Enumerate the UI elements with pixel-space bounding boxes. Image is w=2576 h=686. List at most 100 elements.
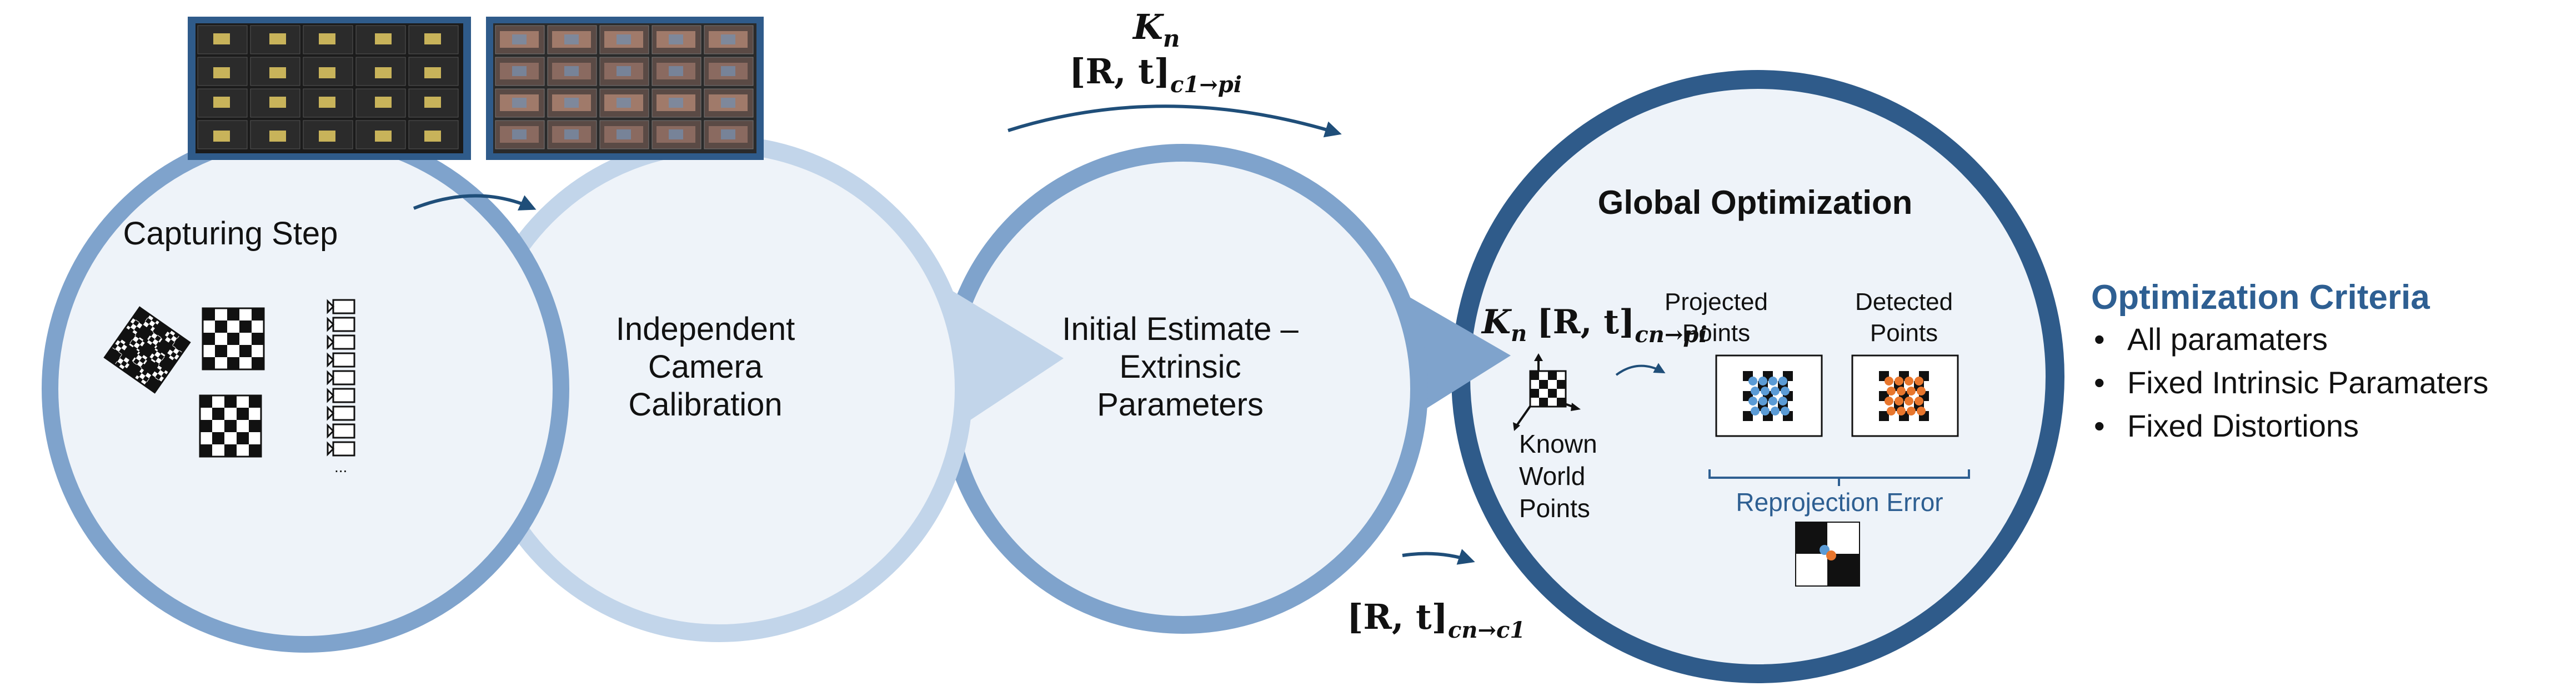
- camera-lens: [327, 334, 335, 350]
- board-square: [138, 341, 156, 359]
- capture-to-calibration-arrow: [413, 194, 537, 211]
- camera-lens: [327, 405, 335, 421]
- board-square: [237, 408, 249, 420]
- calib-board-blob: [564, 34, 579, 44]
- capture-board-blob: [375, 33, 392, 44]
- board-square: [237, 432, 249, 444]
- calib-board-blob: [512, 66, 527, 76]
- board-square: [249, 420, 261, 432]
- known-points-line1: Known: [1519, 429, 1597, 458]
- top-intrinsics-formula: Kn: [1132, 7, 1180, 52]
- initial-label-line2: Extrinsic: [1119, 349, 1241, 385]
- board-square: [1557, 380, 1566, 389]
- point-dot: [1771, 407, 1780, 415]
- calib-board-blob: [617, 129, 631, 139]
- capture-board-blob: [424, 131, 441, 142]
- camera-body: [332, 370, 355, 385]
- top-rt-subscript: c1→pi: [1170, 72, 1242, 98]
- point-dot: [1761, 387, 1770, 395]
- checkerboard-tilted: [199, 394, 262, 458]
- criteria-item-1: All paramaters: [2127, 322, 2328, 357]
- calibration-images-thumbnail: [486, 17, 764, 160]
- world-to-projected-arrow: [1615, 363, 1666, 376]
- capture-board-blob: [269, 97, 286, 108]
- criteria-title: Optimization Criteria: [2091, 278, 2430, 317]
- board-square: [249, 444, 261, 457]
- point-dot: [1905, 377, 1913, 385]
- camera-body: [332, 441, 355, 457]
- calibration-label-line2: Camera: [648, 349, 763, 385]
- capture-board-blob: [375, 97, 392, 108]
- calib-board-blob: [669, 66, 683, 76]
- point-dot: [1778, 397, 1787, 405]
- criteria-bullet-3: •: [2094, 408, 2105, 443]
- detected-points-box: [1851, 354, 1959, 437]
- reprojection-bracket: [1708, 469, 1970, 486]
- point-dot: [1905, 397, 1913, 405]
- reprojection-error-icon: [1795, 522, 1860, 587]
- calib-board-blob: [512, 129, 527, 139]
- initial-label-line1: Initial Estimate –: [1062, 311, 1299, 347]
- camera-body: [332, 299, 355, 314]
- capture-board-blob: [424, 97, 441, 108]
- point-dot: [1887, 407, 1896, 415]
- point-dot: [1897, 387, 1906, 395]
- board-square: [239, 321, 252, 333]
- calib-board-blob: [564, 98, 579, 108]
- board-square: [1539, 398, 1548, 407]
- point-dot: [1748, 377, 1757, 385]
- calib-board-blob: [669, 98, 683, 108]
- known-points-line2: World: [1519, 462, 1585, 490]
- board-square: [252, 308, 264, 321]
- camera-lens: [327, 299, 335, 314]
- capture-board-blob: [269, 67, 286, 78]
- point-dot: [1781, 387, 1790, 395]
- point-dot: [1915, 397, 1923, 405]
- board-square: [249, 395, 261, 408]
- calib-board-blob: [512, 98, 527, 108]
- board-square: [1530, 371, 1539, 380]
- board-square: [227, 357, 239, 369]
- camera-body: [332, 423, 355, 439]
- capture-board-blob: [269, 131, 286, 142]
- board-square: [212, 408, 224, 420]
- board-square: [227, 333, 239, 345]
- calib-board-blob: [721, 129, 735, 139]
- camera-lens: [327, 370, 335, 385]
- board-square: [1743, 411, 1753, 421]
- calib-board-blob: [617, 98, 631, 108]
- point-dot: [1768, 377, 1777, 385]
- point-dot: [1907, 407, 1916, 415]
- criteria-item-3: Fixed Distortions: [2127, 408, 2359, 443]
- board-square: [144, 375, 162, 393]
- capture-board-blob: [424, 33, 441, 44]
- board-square: [224, 420, 237, 432]
- initial-label-line3: Parameters: [1097, 387, 1264, 423]
- calib-board-blob: [721, 66, 735, 76]
- board-square: [124, 361, 142, 379]
- capturing-step-node: [42, 125, 569, 653]
- board-square: [200, 395, 212, 408]
- calibration-label-line3: Calibration: [628, 387, 782, 423]
- projected-points-box: [1715, 354, 1823, 437]
- camera-lens: [327, 388, 335, 403]
- initial-estimate-node: [938, 144, 1511, 634]
- camera-body: [332, 405, 355, 421]
- capture-frame: [303, 88, 353, 118]
- camera-body: [332, 388, 355, 403]
- board-square: [227, 308, 239, 321]
- projected-points-line2: Points: [1682, 319, 1750, 347]
- inner-k-subscript: n: [1511, 321, 1527, 347]
- known-points-line3: Points: [1519, 494, 1590, 523]
- top-k-subscript: n: [1163, 25, 1180, 52]
- board-square: [1879, 411, 1889, 421]
- checkerboard-upright: [202, 307, 265, 370]
- point-dot: [1761, 407, 1770, 415]
- camera-body: [332, 334, 355, 350]
- board-square: [239, 345, 252, 357]
- capture-frame: [303, 57, 353, 86]
- board-square: [200, 420, 212, 432]
- capture-board-blob: [213, 67, 230, 78]
- board-square: [1539, 380, 1548, 389]
- checkerboard-grid: [199, 394, 262, 458]
